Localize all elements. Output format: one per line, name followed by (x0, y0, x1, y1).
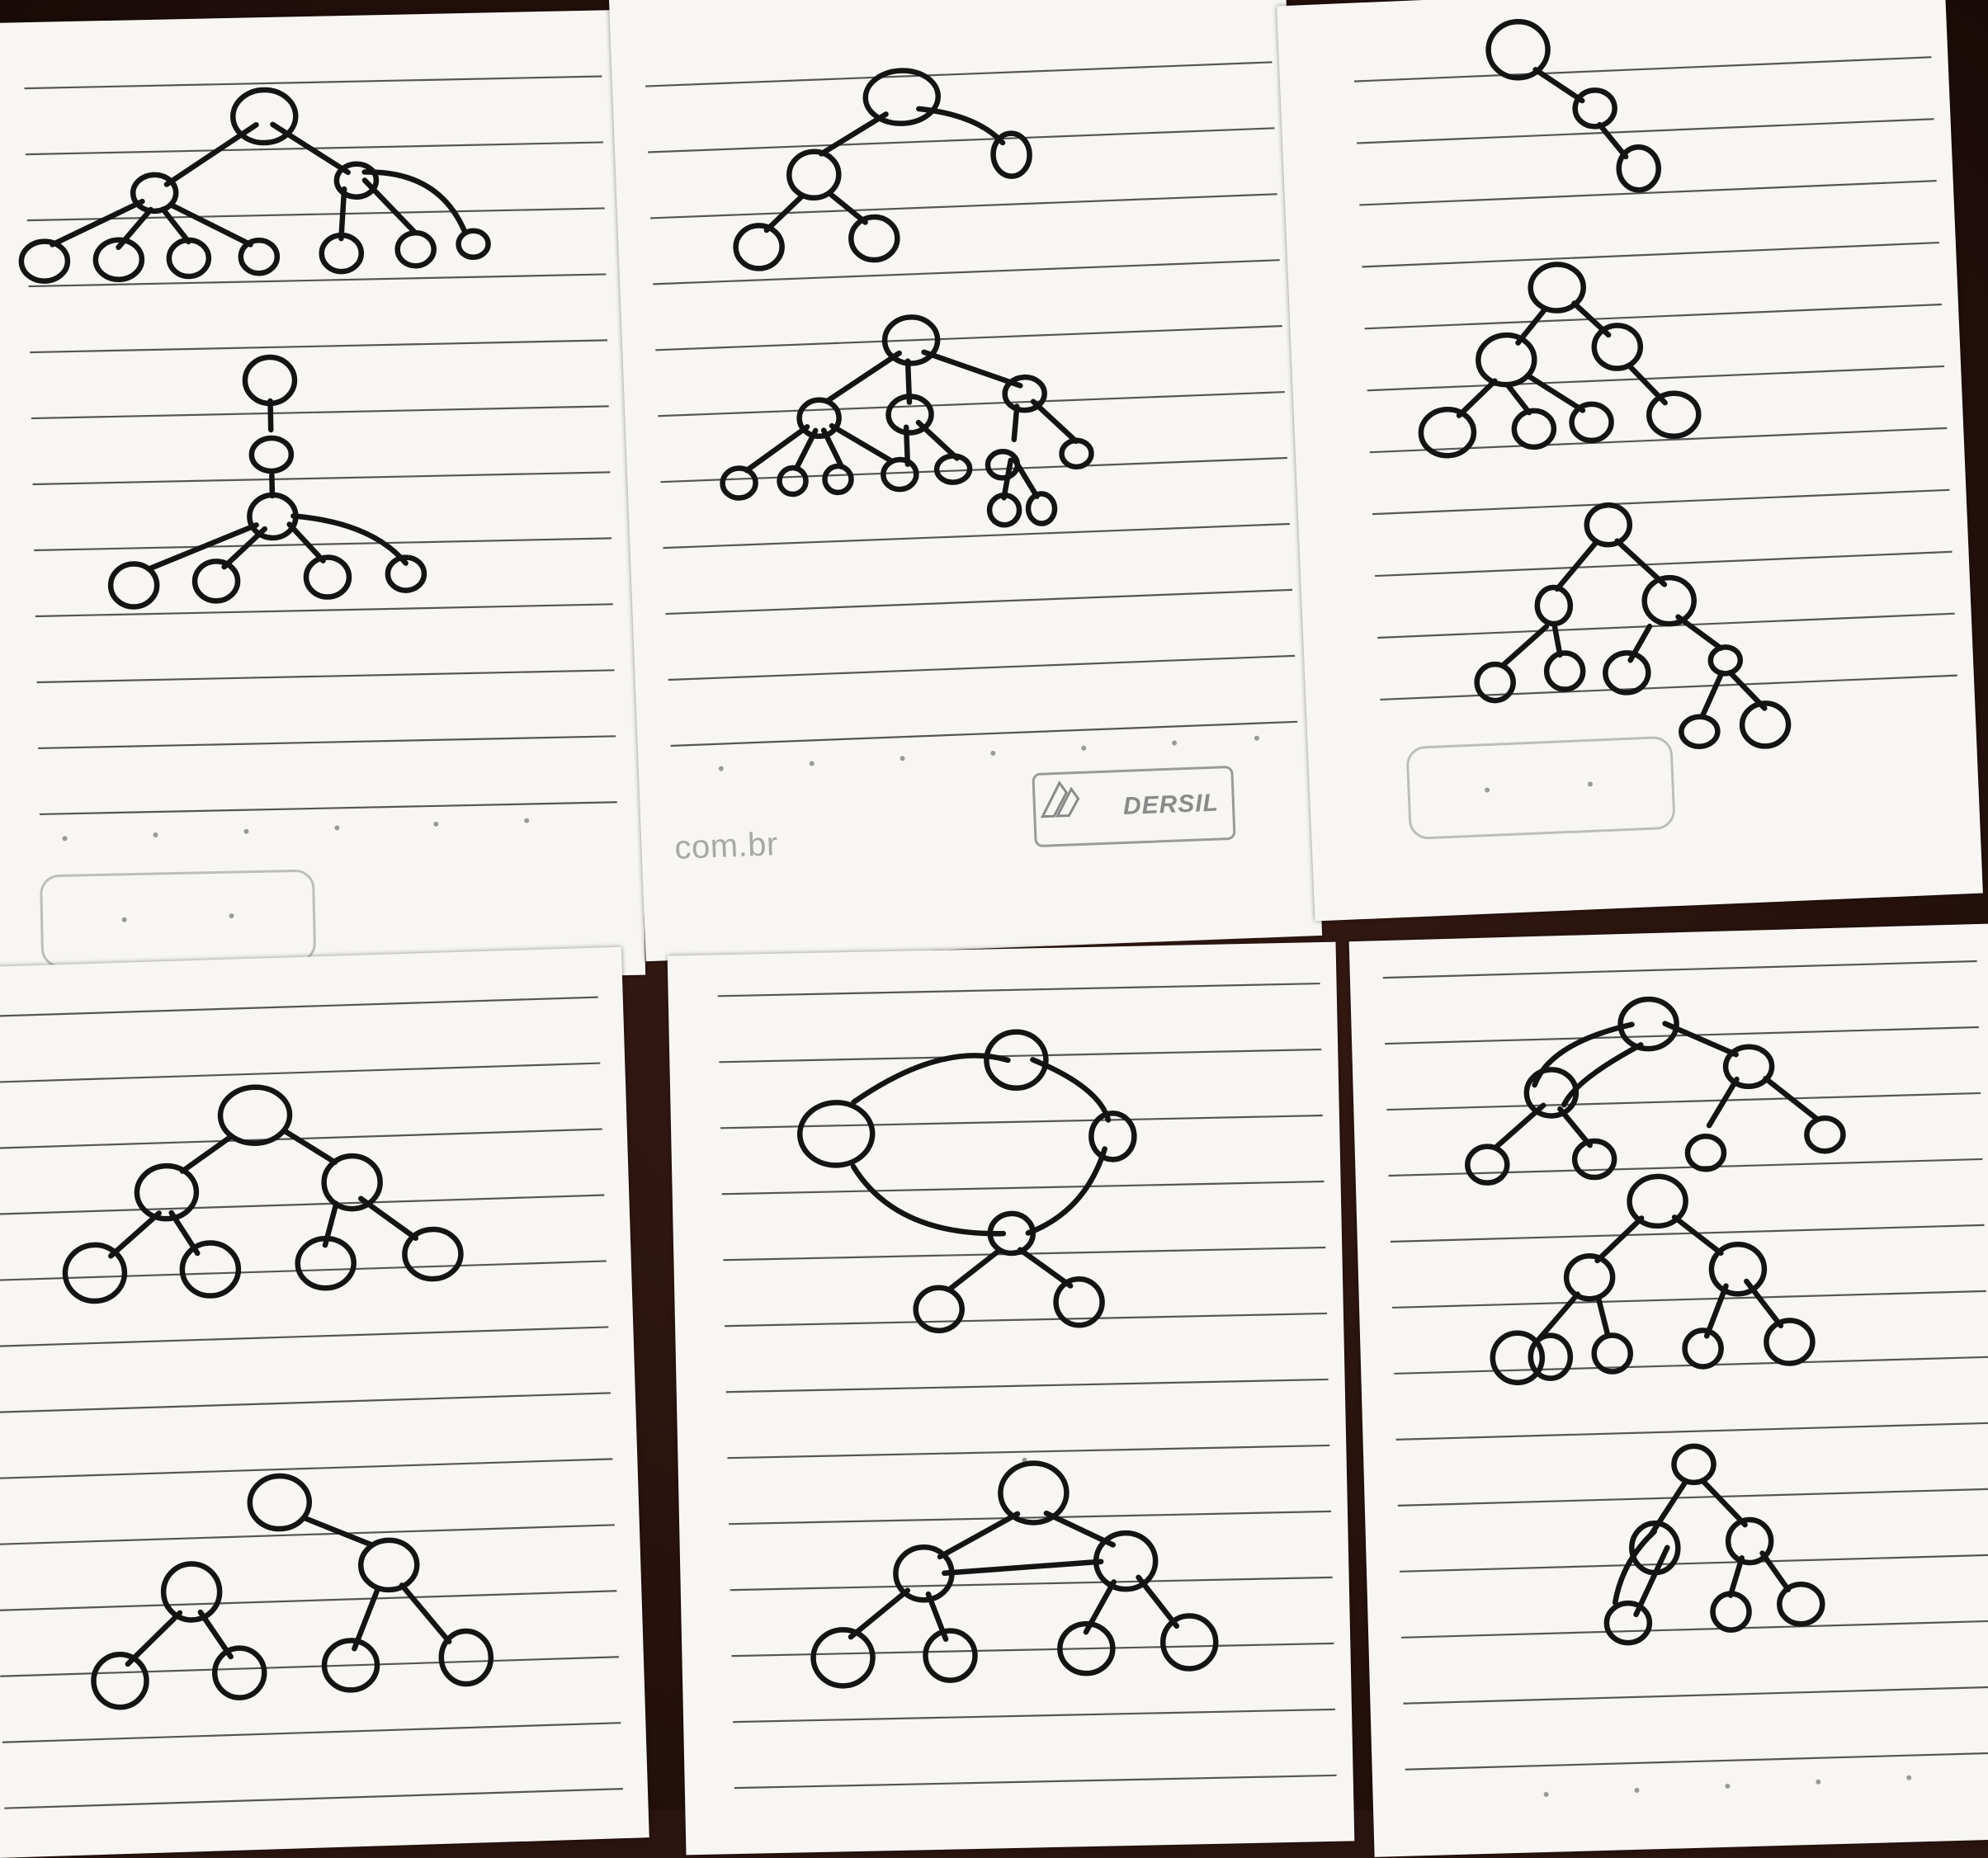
card-top-middle-drawing (645, 61, 1298, 771)
ruled-lines (1353, 56, 1957, 701)
card-top-right-drawing (1353, 18, 1957, 840)
ruled-lines (0, 996, 623, 1809)
brand-logo: DERSIL (1032, 765, 1236, 848)
card-top-left-drawing (18, 75, 617, 968)
tree-drawing-11 (1490, 1173, 1816, 1385)
ruled-lines (645, 61, 1298, 747)
card-bottom-right-drawing (1382, 960, 1988, 1797)
dots-row (718, 735, 1259, 771)
tree-drawing-4 (720, 314, 1094, 528)
card-top-right (1277, 0, 1983, 922)
tree-drawing-3 (733, 68, 1032, 271)
card-bottom-left-drawing (0, 996, 623, 1809)
card-bottom-middle (667, 941, 1355, 1856)
dots-row (62, 818, 530, 842)
logo-mark-icon (1040, 780, 1080, 818)
ruled-lines (1382, 960, 1988, 1771)
logo-text: DERSIL (1122, 789, 1220, 820)
ruled-lines (24, 75, 617, 816)
card-top-left (0, 9, 646, 989)
tree-drawing-12 (1603, 1443, 1825, 1646)
tree-drawing-2 (107, 354, 427, 610)
empty-label-box (1406, 736, 1675, 840)
tree-with-crossedge-drawing (810, 1460, 1219, 1689)
card-bottom-right (1348, 923, 1988, 1857)
tree-drawing-1 (18, 87, 491, 284)
dots-row (1543, 1775, 1912, 1797)
ruled-lines (717, 982, 1337, 1790)
tree-drawing-9 (91, 1473, 494, 1710)
tree-drawing-7 (1474, 502, 1792, 750)
empty-label-box (40, 869, 316, 968)
card-bottom-middle-drawing (717, 982, 1337, 1790)
tree-drawing-8 (62, 1084, 464, 1304)
tree-drawing-6 (1418, 262, 1702, 459)
cycle-graph-drawing (796, 1029, 1137, 1334)
tree-drawing-5 (1485, 18, 1661, 193)
footer-url-text: com.br (673, 826, 779, 866)
tree-drawing-10 (1465, 996, 1846, 1186)
card-top-middle: com.br DERSIL (608, 0, 1323, 962)
card-bottom-left (0, 946, 649, 1858)
